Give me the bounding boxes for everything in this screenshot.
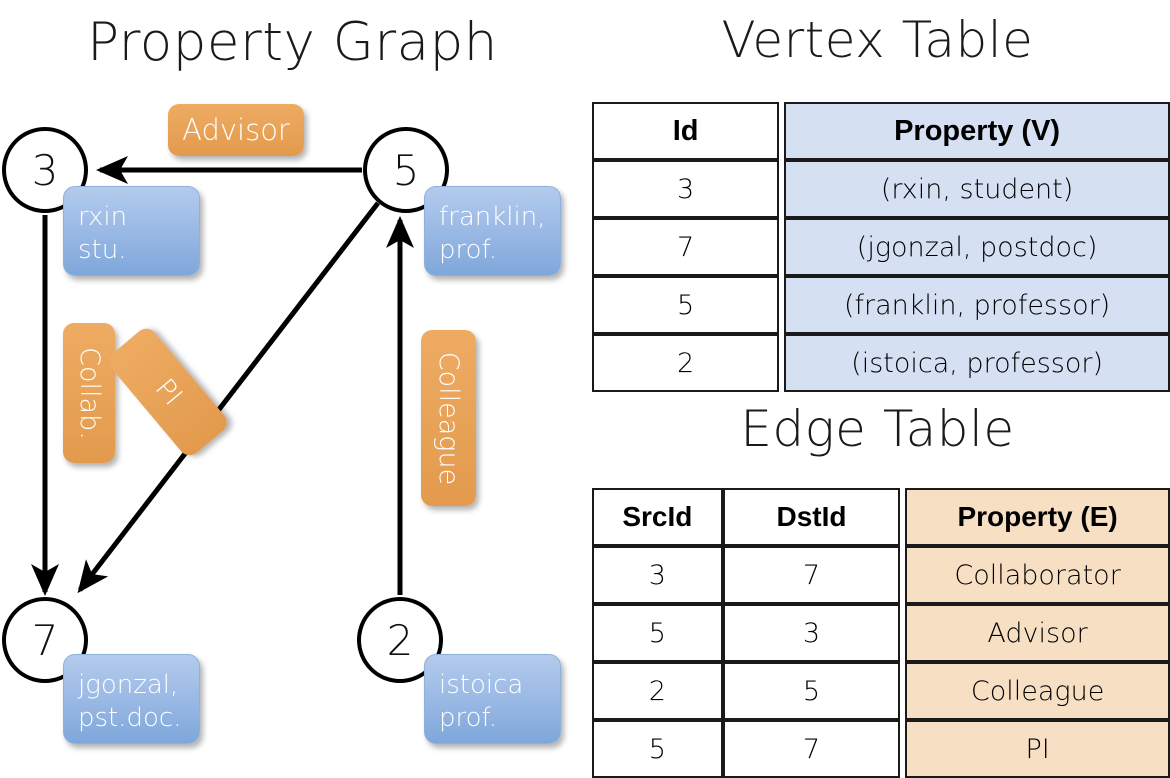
edge-5-to-7-pi	[77, 201, 380, 594]
table-row: 7 (jgonzal, postdoc)	[592, 218, 1170, 276]
vertex-table: Id Property (V) 3 (rxin, student) 7 (jgo…	[592, 102, 1170, 392]
vertex-table-header-id: Id	[592, 102, 780, 160]
edge-row-2-dstid: 5	[722, 662, 901, 720]
vertex-property-callout-2: istoica prof.	[424, 654, 561, 744]
vertex-row-1-id: 7	[592, 218, 780, 276]
vertex-table-column-gap	[779, 334, 785, 392]
vertex-table-column-gap	[779, 160, 785, 218]
edge-row-3-property: PI	[905, 720, 1170, 778]
edge-row-1-srcid: 5	[592, 604, 723, 662]
vertex-property-callout-3: rxin stu.	[63, 186, 200, 276]
edge-row-0-property: Collaborator	[905, 546, 1170, 604]
edge-row-1-property: Advisor	[905, 604, 1170, 662]
graph-node-2-label: 2	[386, 615, 414, 665]
edge-row-3-dstid: 7	[722, 720, 901, 778]
vertex-row-2-property: (franklin, professor)	[784, 276, 1170, 334]
page-title-property-graph: Property Graph	[87, 12, 498, 73]
vertex-property-callout-5: franklin, prof.	[424, 186, 561, 276]
table-row: 3 7 Collaborator	[592, 546, 1170, 604]
edge-property-label-pi: PI	[148, 372, 188, 412]
property-graph-diagram: 3 5 7 2 rxin stu. franklin, prof. jgonza…	[0, 0, 585, 760]
vertex-table-column-gap	[779, 218, 785, 276]
table-row: 2 5 Colleague	[592, 662, 1170, 720]
table-row: 5 3 Advisor	[592, 604, 1170, 662]
table-row: 5 (franklin, professor)	[592, 276, 1170, 334]
edge-table-column-gap	[900, 720, 906, 778]
vertex-row-3-property: (istoica, professor)	[784, 334, 1170, 392]
edge-row-1-dstid: 3	[722, 604, 901, 662]
edge-table-header-srcid: SrcId	[592, 488, 723, 546]
graph-node-7-label: 7	[31, 615, 59, 665]
graph-node-5[interactable]: 5	[363, 127, 449, 213]
vertex-table-header-row: Id Property (V)	[592, 102, 1170, 160]
vertex-row-1-property: (jgonzal, postdoc)	[784, 218, 1170, 276]
edge-table-header-row: SrcId DstId Property (E)	[592, 488, 1170, 546]
page-title-vertex-table: Vertex Table	[721, 11, 1034, 69]
vertex-row-0-id: 3	[592, 160, 780, 218]
vertex-row-2-id: 5	[592, 276, 780, 334]
edge-table-header-dstid: DstId	[722, 488, 901, 546]
edge-row-2-property: Colleague	[905, 662, 1170, 720]
edge-table-column-gap	[900, 604, 906, 662]
vertex-row-3-id: 2	[592, 334, 780, 392]
edge-row-3-srcid: 5	[592, 720, 723, 778]
edge-property-label-colleague: Colleague	[433, 351, 464, 485]
edge-table-column-gap	[900, 662, 906, 720]
edge-row-0-dstid: 7	[722, 546, 901, 604]
edge-property-callout-collab: Collab.	[63, 323, 115, 463]
page-title-edge-table: Edge Table	[740, 400, 1015, 458]
edge-property-label-advisor: Advisor	[182, 113, 290, 147]
edge-property-label-collab: Collab.	[73, 346, 105, 440]
table-row: 5 7 PI	[592, 720, 1170, 778]
edge-property-callout-colleague: Colleague	[421, 330, 476, 506]
graph-node-5-label: 5	[392, 145, 420, 195]
edge-row-0-srcid: 3	[592, 546, 723, 604]
edge-table-column-gap	[900, 546, 906, 604]
vertex-row-0-property: (rxin, student)	[784, 160, 1170, 218]
edge-table-column-gap	[900, 488, 906, 546]
vertex-table-column-gap	[779, 102, 785, 160]
table-row: 3 (rxin, student)	[592, 160, 1170, 218]
graph-node-2[interactable]: 2	[357, 597, 443, 683]
edge-row-2-srcid: 2	[592, 662, 723, 720]
table-row: 2 (istoica, professor)	[592, 334, 1170, 392]
vertex-property-callout-7: jgonzal, pst.doc.	[63, 654, 200, 744]
graph-edges-layer	[30, 155, 415, 597]
graph-node-3-label: 3	[31, 145, 59, 195]
edge-table-header-property: Property (E)	[905, 488, 1170, 546]
edge-property-callout-advisor: Advisor	[168, 104, 304, 156]
vertex-table-column-gap	[779, 276, 785, 334]
vertex-table-header-property: Property (V)	[784, 102, 1170, 160]
edge-table: SrcId DstId Property (E) 3 7 Collaborato…	[592, 488, 1170, 778]
